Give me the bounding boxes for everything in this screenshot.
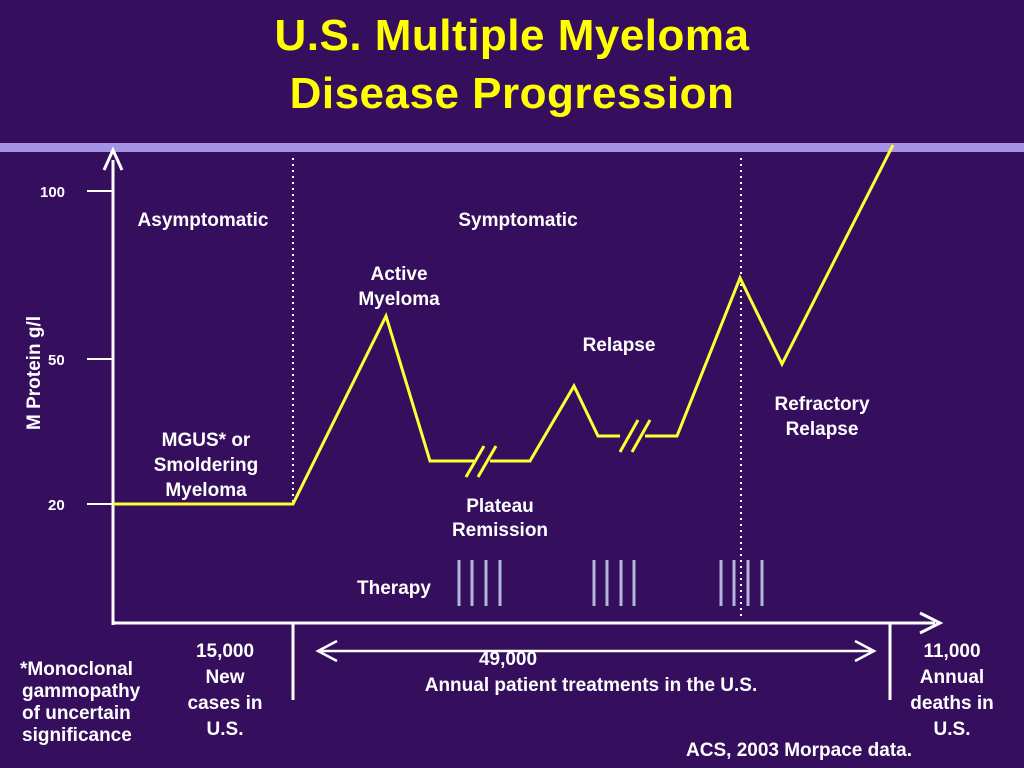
break-mark-2b [630, 419, 652, 453]
new-cases-line-1: 15,000 [196, 641, 254, 662]
tick-label-20: 20 [48, 497, 65, 514]
new-cases-line-2: New [205, 667, 244, 688]
label-plateau-2: Remission [452, 520, 548, 541]
footnote-line-1: *Monoclonal [20, 659, 133, 680]
title-line-2: Disease Progression [289, 69, 735, 118]
break-mark-2a [618, 419, 640, 453]
y-axis-arrow [102, 146, 124, 171]
treatments-arrow-right [854, 639, 877, 663]
label-plateau-1: Plateau [466, 496, 534, 517]
label-refractory-2: Relapse [786, 419, 859, 440]
y-axis-label: M Protein g/l [24, 316, 45, 430]
label-refractory-1: Refractory [774, 394, 869, 415]
label-active-myeloma-2: Myeloma [358, 289, 440, 310]
label-mgus-3: Myeloma [165, 480, 247, 501]
deaths-line-3: deaths in [910, 693, 993, 714]
curve-segment-2 [490, 382, 620, 463]
label-mgus-2: Smoldering [154, 455, 259, 476]
break-mark-1a [464, 445, 486, 478]
footnote-line-3: of uncertain [22, 703, 131, 724]
x-axis-arrow [919, 611, 944, 635]
label-active-myeloma-1: Active [370, 264, 427, 285]
phase-symptomatic: Symptomatic [458, 210, 578, 231]
therapy-marks [457, 560, 764, 606]
phase-asymptomatic: Asymptomatic [138, 210, 269, 231]
new-cases-line-3: cases in [188, 693, 263, 714]
footnote-line-2: gammopathy [22, 681, 141, 702]
break-mark-1b [476, 445, 498, 478]
curve-segment-1 [113, 311, 474, 506]
new-cases-line-4: U.S. [207, 719, 244, 740]
top-band [0, 143, 1024, 152]
treatments-label: Annual patient treatments in the U.S. [425, 675, 758, 696]
treatments-count: 49,000 [479, 649, 537, 670]
curve-segment-3 [645, 144, 895, 438]
deaths-line-1: 11,000 [923, 641, 980, 662]
label-relapse: Relapse [583, 335, 656, 356]
tick-label-100: 100 [40, 184, 65, 201]
footnote-line-4: significance [22, 725, 132, 746]
treatments-arrow-left [315, 639, 338, 663]
title-line-1: U.S. Multiple Myeloma [274, 11, 750, 60]
source-note: ACS, 2003 Morpace data. [686, 740, 912, 761]
label-therapy: Therapy [357, 578, 431, 599]
tick-label-50: 50 [48, 352, 65, 369]
deaths-line-4: U.S. [934, 719, 971, 740]
label-mgus-1: MGUS* or [162, 430, 251, 451]
deaths-line-2: Annual [920, 667, 984, 688]
